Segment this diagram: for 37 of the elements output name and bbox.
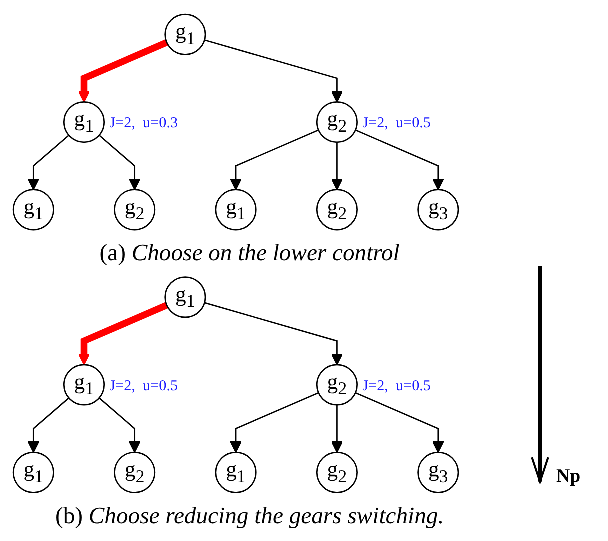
node-circle: g$_{2}$ (316, 189, 358, 231)
arrow (78, 40, 168, 103)
caption: (a) Choose on the lower control (100, 240, 400, 267)
arrow (355, 130, 444, 190)
arrow (204, 302, 344, 366)
node-annotation: J=2, u=0.5 (110, 378, 178, 394)
node-annotation: J=2, u=0.5 (362, 116, 431, 132)
arrow (28, 134, 70, 190)
arrow (230, 392, 320, 454)
node-circle: g$_{1}$ (164, 14, 206, 56)
node-circle: g$_{2}$ (114, 452, 156, 494)
node-circle: g$_{1}$ (164, 276, 206, 318)
caption: (b) Choose reducing the gears switching. (55, 503, 444, 530)
node-circle: g$_{3}$ (418, 452, 460, 494)
node-circle: g$_{1}$ (12, 189, 54, 231)
node-circle: g$_{3}$ (418, 189, 460, 231)
arrow (230, 130, 320, 190)
node-circle: g$_{2}$ (316, 102, 358, 144)
node-circle: g$_{2}$ (114, 189, 156, 231)
node-circle: g$_{1}$ (215, 189, 257, 231)
node-circle: g$_{1}$ (63, 364, 106, 406)
arrow (99, 398, 141, 454)
node-circle: g$_{2}$ (316, 452, 358, 494)
axis-label: Np (556, 466, 581, 487)
arrow (99, 134, 141, 190)
node-annotation: J=2, u=0.5 (362, 378, 431, 394)
arrow (331, 142, 344, 190)
arrow (355, 392, 444, 454)
node-annotation: J=2, u=0.3 (110, 116, 178, 132)
node-circle: g$_{1}$ (215, 452, 257, 494)
node-circle: g$_{1}$ (63, 102, 106, 144)
node-circle: g$_{1}$ (12, 452, 54, 494)
arrow (204, 40, 344, 103)
node-circle: g$_{2}$ (316, 364, 358, 406)
arrow (78, 302, 168, 366)
arrow (331, 405, 344, 454)
arrow (28, 398, 70, 454)
